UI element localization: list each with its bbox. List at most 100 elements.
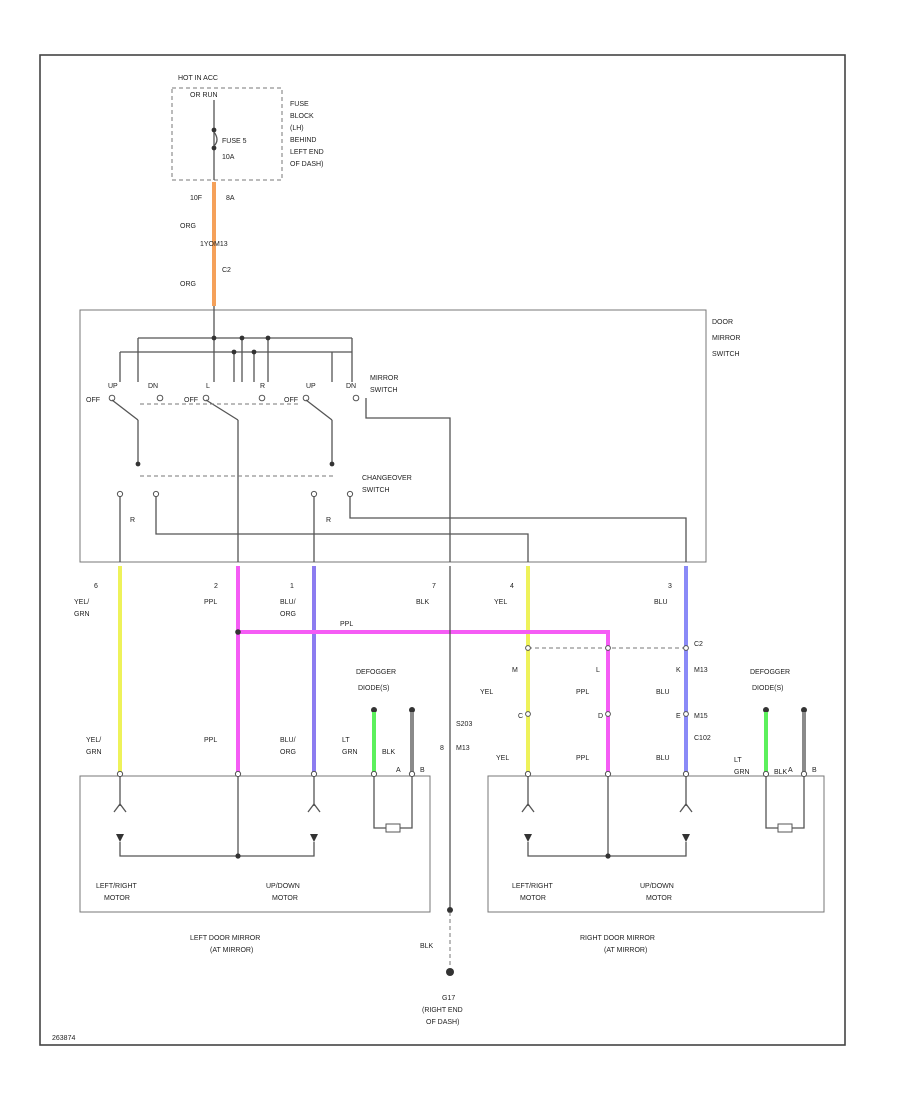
svg-text:MIRROR: MIRROR (712, 335, 740, 342)
svg-text:FUSE: FUSE (290, 101, 309, 108)
svg-text:A: A (396, 767, 401, 774)
svg-text:GRN: GRN (734, 769, 750, 776)
right-door-mirror: A B LEFT/RIGHT MOTOR UP/DOWN MOTOR RIGHT… (487, 767, 825, 954)
svg-text:C: C (518, 713, 523, 720)
svg-text:BLU: BLU (656, 689, 670, 696)
svg-text:E: E (676, 713, 681, 720)
svg-text:PPL: PPL (576, 689, 589, 696)
svg-text:OF DASH): OF DASH) (290, 161, 323, 168)
svg-text:CHANGEOVER: CHANGEOVER (362, 475, 412, 482)
svg-text:1YOM13: 1YOM13 (200, 241, 228, 248)
svg-text:DN: DN (148, 383, 158, 390)
svg-text:DN: DN (346, 383, 356, 390)
svg-text:D: D (598, 713, 603, 720)
svg-text:SWITCH: SWITCH (362, 487, 390, 494)
svg-text:LEFT DOOR MIRROR: LEFT DOOR MIRROR (190, 935, 260, 942)
svg-text:4: 4 (510, 583, 514, 590)
ground-splice: S203 8 M13 (440, 721, 472, 752)
harness-wires: PPL (118, 566, 688, 908)
svg-text:BLU: BLU (656, 755, 670, 762)
svg-text:7: 7 (432, 583, 436, 590)
svg-text:MOTOR: MOTOR (272, 895, 298, 902)
defogger-right: DEFOGGER DIODE(S) LT GRN BLK (734, 669, 807, 776)
diagram-frame (39, 54, 846, 1046)
svg-text:8: 8 (440, 745, 444, 752)
svg-text:PPL: PPL (204, 599, 217, 606)
svg-text:RIGHT DOOR MIRROR: RIGHT DOOR MIRROR (580, 935, 655, 942)
svg-text:OFF: OFF (184, 397, 198, 404)
svg-text:DIODE(S): DIODE(S) (752, 685, 784, 692)
svg-text:ORG: ORG (180, 281, 196, 288)
svg-text:C102: C102 (694, 735, 711, 742)
svg-text:K: K (676, 667, 681, 674)
switch-pin-labels: 6 YEL/ GRN 2 PPL 1 BLU/ ORG 7 BLK 4 YEL … (74, 583, 672, 618)
svg-text:SWITCH: SWITCH (712, 351, 740, 358)
svg-text:10F: 10F (190, 195, 202, 202)
svg-text:DIODE(S): DIODE(S) (358, 685, 390, 692)
svg-text:GRN: GRN (342, 749, 358, 756)
svg-text:LEFT END: LEFT END (290, 149, 324, 156)
svg-text:C2: C2 (694, 641, 703, 648)
svg-text:PPL: PPL (204, 737, 217, 744)
svg-text:UP: UP (108, 383, 118, 390)
svg-text:B: B (812, 767, 817, 774)
svg-text:MOTOR: MOTOR (520, 895, 546, 902)
svg-text:L: L (596, 667, 600, 674)
svg-text:A: A (788, 767, 793, 774)
svg-text:BLU/: BLU/ (280, 599, 296, 606)
svg-text:R: R (326, 517, 331, 524)
svg-text:OFF: OFF (284, 397, 298, 404)
svg-text:YEL/: YEL/ (86, 737, 101, 744)
svg-text:OF DASH): OF DASH) (426, 1019, 459, 1026)
svg-text:3: 3 (668, 583, 672, 590)
svg-text:DOOR: DOOR (712, 319, 733, 326)
svg-text:8A: 8A (226, 195, 235, 202)
svg-text:(AT MIRROR): (AT MIRROR) (604, 947, 647, 954)
svg-text:M: M (512, 667, 518, 674)
orange-feed-wire: ORG 1YOM13 C2 ORG (180, 182, 231, 306)
door-mirror-switch: DOOR MIRROR SWITCH MIRROR SWITCH OFF OFF… (79, 306, 740, 563)
left-door-mirror: A B LEFT/RIGHT MOTOR UP/DOWN MOTOR LEFT … (79, 767, 431, 954)
svg-text:6: 6 (94, 583, 98, 590)
svg-text:MOTOR: MOTOR (646, 895, 672, 902)
svg-text:10A: 10A (222, 154, 235, 161)
svg-text:PPL: PPL (576, 755, 589, 762)
svg-text:BLK: BLK (416, 599, 430, 606)
ground-g17: BLK G17 (RIGHT END OF DASH) (420, 907, 463, 1026)
svg-text:(RIGHT END: (RIGHT END (422, 1007, 463, 1014)
svg-text:(LH): (LH) (290, 125, 304, 132)
svg-text:FUSE 5: FUSE 5 (222, 138, 247, 145)
ppl-crossover-wire (238, 630, 610, 772)
svg-text:LEFT/RIGHT: LEFT/RIGHT (96, 883, 138, 890)
svg-text:M13: M13 (456, 745, 470, 752)
svg-text:BLK: BLK (774, 769, 788, 776)
fuse-block: HOT IN ACC OR RUN FUSE 5 10A FUSE BLOCK … (171, 75, 324, 202)
svg-text:S203: S203 (456, 721, 472, 728)
svg-text:MIRROR: MIRROR (370, 375, 398, 382)
svg-text:UP/DOWN: UP/DOWN (266, 883, 300, 890)
svg-text:L: L (206, 383, 210, 390)
left-mirror-wire-labels: YEL/ GRN PPL BLU/ ORG (86, 737, 296, 756)
svg-text:ORG: ORG (280, 611, 296, 618)
svg-text:2: 2 (214, 583, 218, 590)
svg-text:OR RUN: OR RUN (190, 92, 218, 99)
svg-text:HOT IN ACC: HOT IN ACC (178, 75, 218, 82)
svg-text:BLOCK: BLOCK (290, 113, 314, 120)
svg-text:DEFOGGER: DEFOGGER (356, 669, 396, 676)
svg-text:YEL: YEL (480, 689, 493, 696)
svg-text:BEHIND: BEHIND (290, 137, 316, 144)
svg-text:B: B (420, 767, 425, 774)
svg-text:UP/DOWN: UP/DOWN (640, 883, 674, 890)
svg-text:BLU/: BLU/ (280, 737, 296, 744)
svg-text:DEFOGGER: DEFOGGER (750, 669, 790, 676)
defogger-left: DEFOGGER DIODE(S) LT GRN BLK (342, 669, 415, 772)
svg-text:UP: UP (306, 383, 316, 390)
svg-text:YEL: YEL (496, 755, 509, 762)
svg-text:BLU: BLU (654, 599, 668, 606)
svg-text:SWITCH: SWITCH (370, 387, 398, 394)
svg-text:GRN: GRN (86, 749, 102, 756)
svg-text:ORG: ORG (180, 223, 196, 230)
svg-text:YEL/: YEL/ (74, 599, 89, 606)
svg-text:MOTOR: MOTOR (104, 895, 130, 902)
